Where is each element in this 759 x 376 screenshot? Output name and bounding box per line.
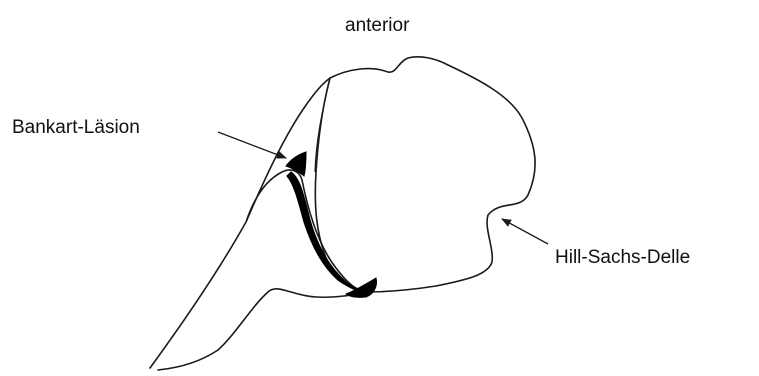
glenoid-scapula-outline xyxy=(150,78,366,370)
hill-sachs-label: Hill-Sachs-Delle xyxy=(555,248,690,267)
hill-sachs-arrow xyxy=(502,219,548,244)
bankart-lesion-label: Bankart-Läsion xyxy=(12,118,140,137)
glenoid-cartilage xyxy=(287,172,366,292)
humeral-head-outline xyxy=(315,57,535,292)
anterior-label: anterior xyxy=(345,16,409,35)
bankart-arrow xyxy=(218,132,286,158)
